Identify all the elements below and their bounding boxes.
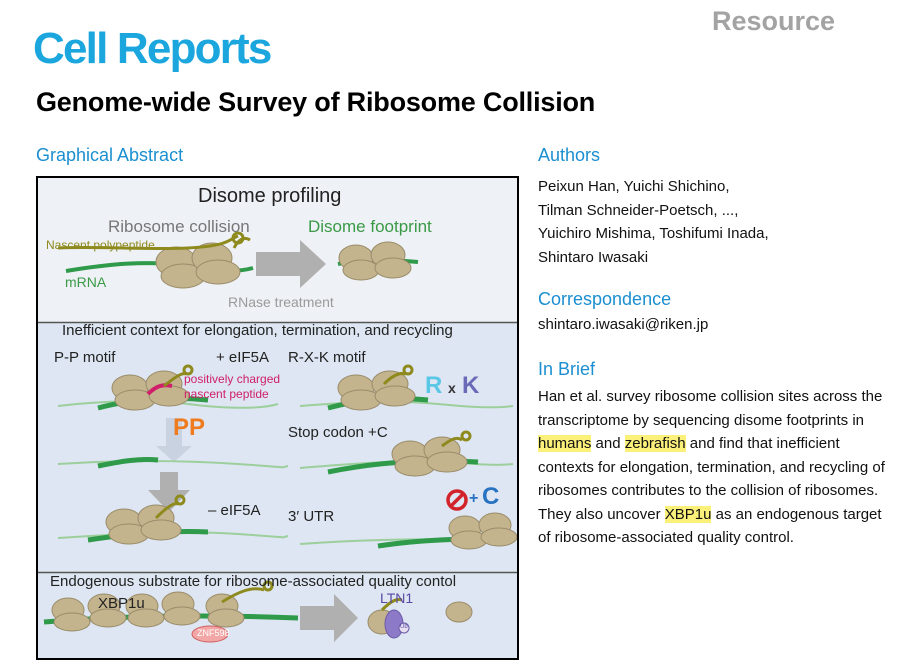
x-residue-symbol: x xyxy=(448,380,456,396)
in-brief-part: Han et al. survey ribosome collision sit… xyxy=(538,388,883,429)
stop-codon-label: Stop codon +C xyxy=(288,424,388,441)
correspondence-heading: Correspondence xyxy=(538,289,672,309)
disome-footprint-label: Disome footprint xyxy=(308,217,432,236)
minus-eif5a-label: – eIF5A xyxy=(208,502,261,519)
ltn1-ribosome-icon xyxy=(367,609,410,639)
c-nucleotide-symbol: C xyxy=(482,483,500,510)
nascent-polypeptide-label: Nascent polypeptide xyxy=(46,238,155,252)
author-line: Yuichiro Mishima, Toshifumi Inada, xyxy=(538,225,769,242)
rqc-arrow xyxy=(300,594,358,642)
znf598-label: ZNF598 xyxy=(197,628,230,638)
nascent-polypeptide-chain xyxy=(57,234,239,251)
disome-profiling-title: Disome profiling xyxy=(198,185,342,207)
mrna-label: mRNA xyxy=(65,274,107,290)
positively-charged-label: positively charged xyxy=(184,372,281,386)
pp-motif-label: P-P motif xyxy=(54,349,116,366)
down-arrow-1 xyxy=(156,418,192,462)
utr-label: 3′ UTR xyxy=(288,508,335,525)
down-arrow-2 xyxy=(148,472,190,512)
graphical-abstract-figure: Disome profiling Ribosome collision Diso… xyxy=(36,176,519,660)
in-brief-part: and xyxy=(591,435,625,452)
stop-codon-ribosome-icon xyxy=(391,436,468,477)
author-line: Shintaro Iwasaki xyxy=(538,248,649,266)
eif5a-minus-collision-icon xyxy=(105,504,182,545)
inefficient-context-title: Inefficient context for elongation, term… xyxy=(62,322,453,339)
disome-footprint-icon xyxy=(338,241,412,281)
author-line: Peixun Han, Yuichi Shichino, xyxy=(538,178,730,195)
correspondence-email[interactable]: shintaro.iwasaki@riken.jp xyxy=(538,316,709,333)
endogenous-substrate-title: Endogenous substrate for ribosome-associ… xyxy=(50,573,457,590)
ribosome-collision-icon xyxy=(155,242,241,289)
in-brief-text: Han et al. survey ribosome collision sit… xyxy=(538,385,888,550)
nascent-peptide-label: nascent peptide xyxy=(184,387,269,401)
rnase-treatment-label: RNase treatment xyxy=(228,294,334,310)
panel-disome-profiling xyxy=(38,178,517,322)
author-line: Tilman Schneider-Poetsch, ..., xyxy=(538,201,739,219)
article-title: Genome-wide Survey of Ribosome Collision xyxy=(36,87,596,117)
no-symbol-icon xyxy=(446,489,468,511)
plus-eif5a-label: + eIF5A xyxy=(216,349,269,366)
ub-label: Ub xyxy=(400,624,408,630)
rnase-arrow xyxy=(256,240,326,288)
in-brief-part: and find that inefficient contexts for e… xyxy=(538,435,885,523)
znf598-icon xyxy=(191,625,229,643)
article-type-label: Resource xyxy=(712,6,836,36)
free-subunit-icon xyxy=(445,601,473,623)
ribosome-collision-label: Ribosome collision xyxy=(108,217,250,236)
pp-motif-ribosome-icon xyxy=(111,370,190,411)
k-residue-symbol: K xyxy=(462,372,480,399)
plus-symbol: + xyxy=(469,490,479,507)
in-brief-part: as an endogenous target of ribosome-asso… xyxy=(538,505,882,547)
highlight-xbp1u: XBP1u xyxy=(664,505,712,523)
ltn1-label: LTN1 xyxy=(380,590,414,606)
journal-logo: Cell Reports xyxy=(33,24,272,73)
in-brief-heading: In Brief xyxy=(538,359,596,379)
authors-heading: Authors xyxy=(538,145,601,165)
utr-ribosome-icon xyxy=(448,512,517,550)
xbp1u-label: XBP1u xyxy=(98,595,145,612)
rxk-motif-label: R-X-K motif xyxy=(288,349,366,366)
authors-list: Peixun Han, Yuichi Shichino, Tilman Schn… xyxy=(538,175,898,269)
graphical-abstract-heading: Graphical Abstract xyxy=(36,145,184,165)
highlight-zebrafish: zebrafish xyxy=(624,435,686,452)
graphical-abstract-drawing xyxy=(38,178,517,658)
pp-motif-symbol: PP xyxy=(173,414,206,441)
xbp1u-collision-icon xyxy=(51,591,245,632)
highlight-humans: humans xyxy=(538,435,592,452)
rxk-ribosome-icon xyxy=(337,370,416,411)
r-residue-symbol: R xyxy=(425,372,443,399)
